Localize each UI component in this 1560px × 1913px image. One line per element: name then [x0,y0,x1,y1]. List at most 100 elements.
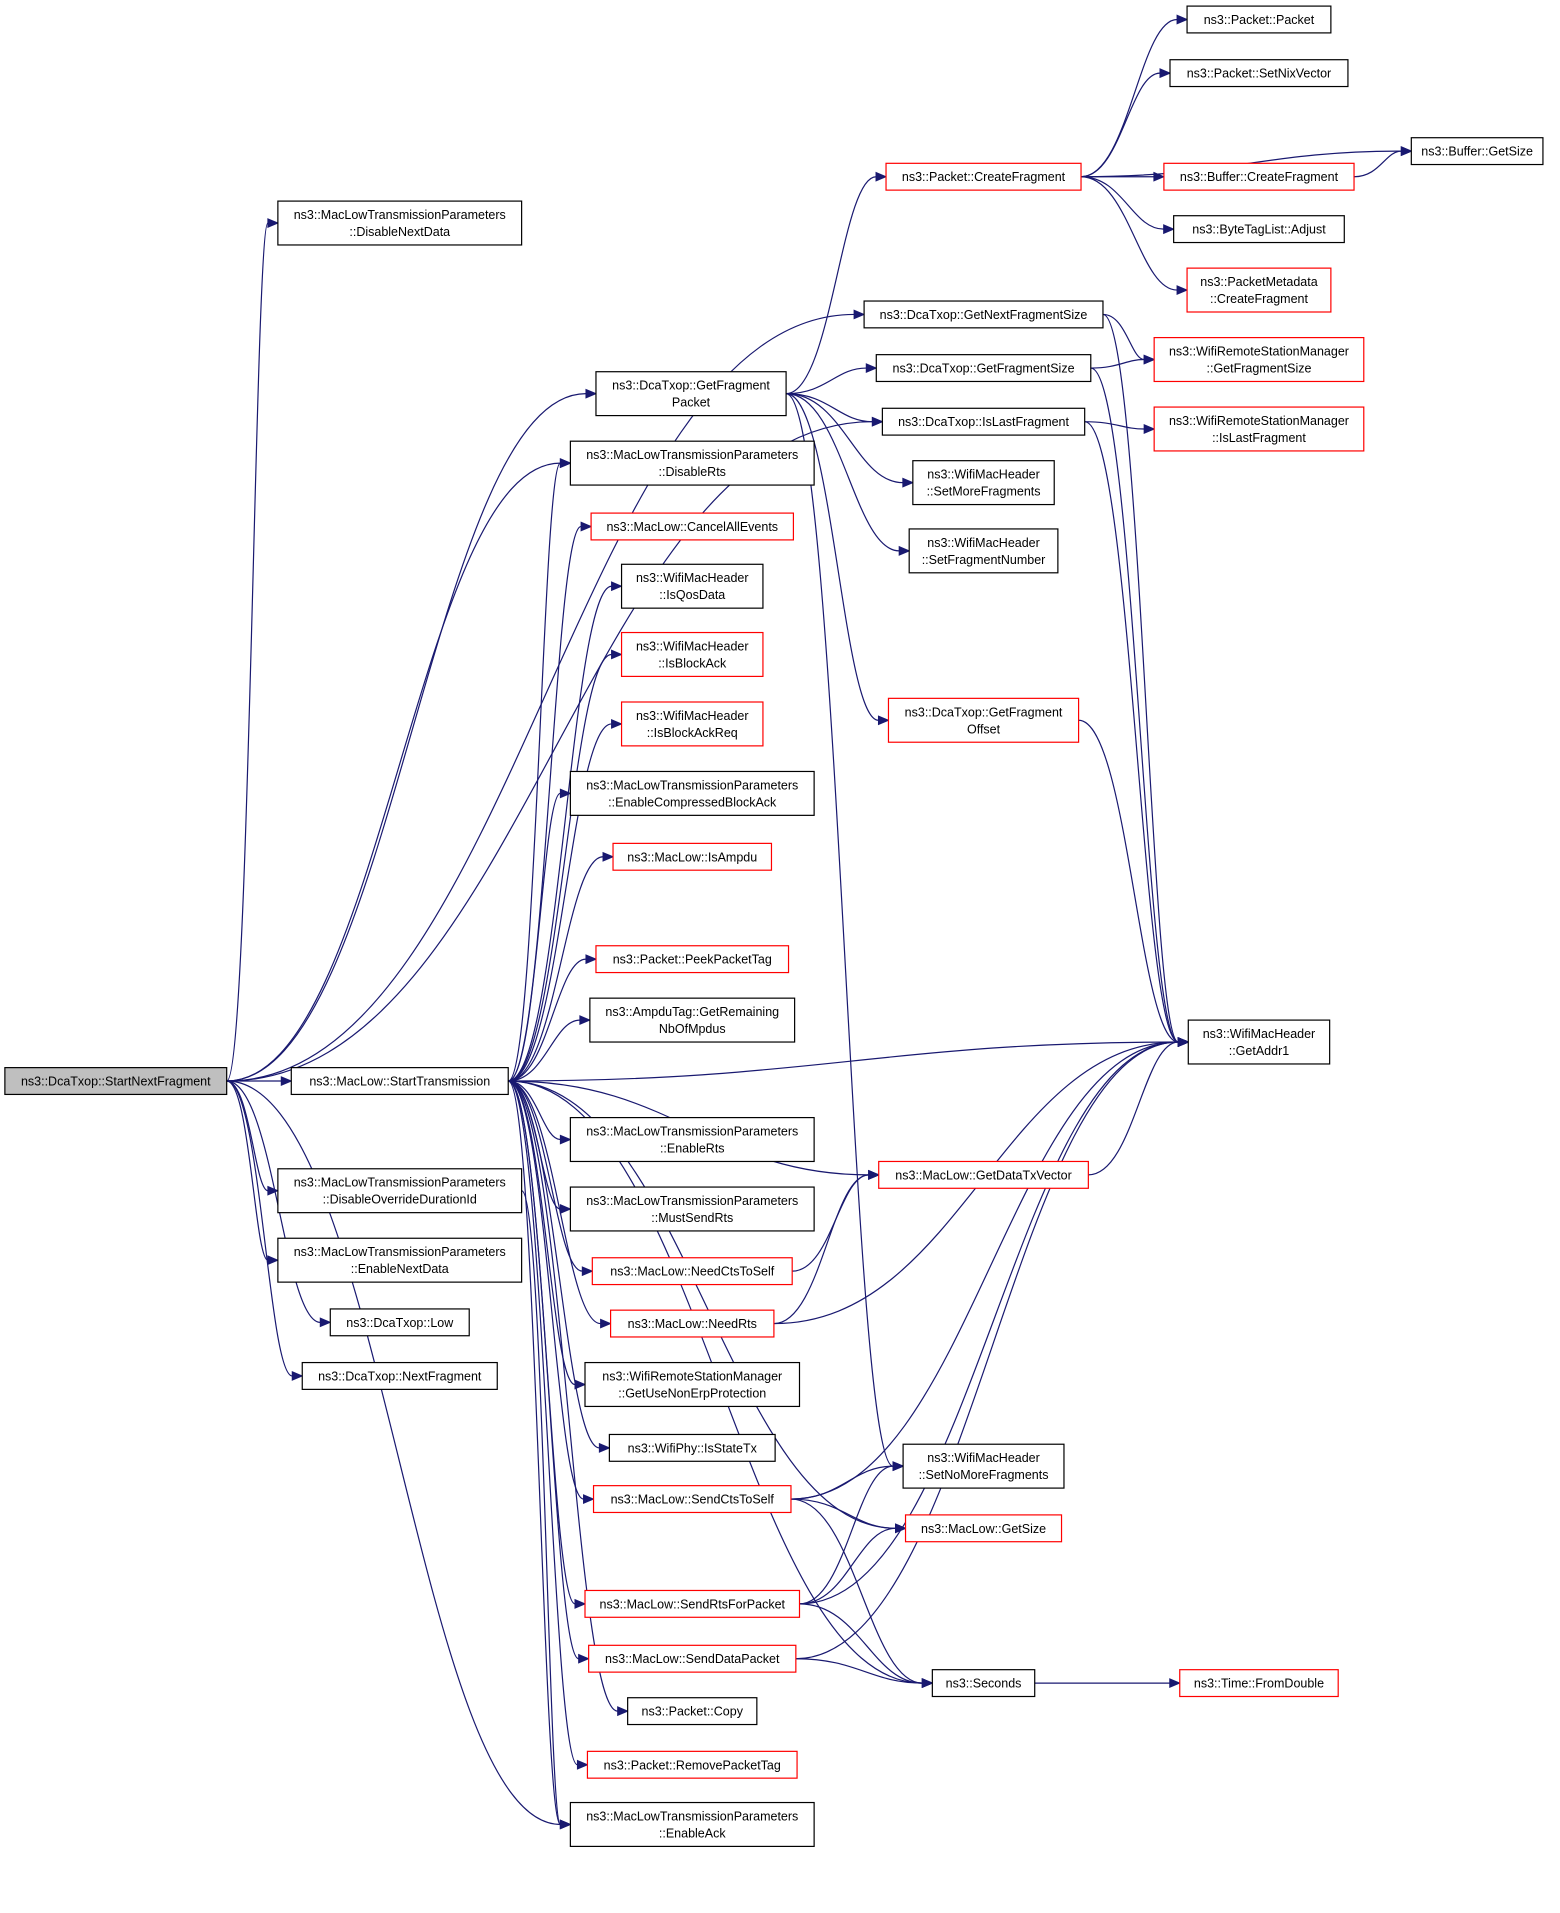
node-box[interactable] [875,354,1092,383]
node-box[interactable] [584,1589,801,1618]
node-box[interactable] [1153,336,1365,383]
node-timeFromDouble[interactable]: ns3::Time::FromDouble [1179,1669,1339,1698]
node-box[interactable] [591,1257,793,1286]
node-box[interactable] [290,1067,509,1096]
node-box[interactable] [1187,1019,1331,1065]
node-box[interactable] [589,997,796,1043]
node-enableAck[interactable]: ns3::MacLowTransmissionParameters::Enabl… [569,1801,815,1848]
node-isQosData[interactable]: ns3::WifiMacHeader::IsQosData [620,563,764,609]
node-box[interactable] [1179,1669,1339,1698]
node-box[interactable] [329,1308,470,1337]
node-box[interactable] [569,440,815,486]
node-box[interactable] [277,1237,523,1283]
node-enableNextData[interactable]: ns3::MacLowTransmissionParameters::Enabl… [277,1237,523,1283]
node-box[interactable] [1169,59,1349,88]
node-box[interactable] [586,1750,798,1779]
node-root[interactable]: ns3::DcaTxop::StartNextFragment [4,1067,228,1096]
node-box[interactable] [1186,267,1332,313]
node-disableOverride[interactable]: ns3::MacLowTransmissionParameters::Disab… [277,1168,523,1214]
node-nextFragment[interactable]: ns3::DcaTxop::NextFragment [301,1361,498,1390]
node-setMoreFragments[interactable]: ns3::WifiMacHeader::SetMoreFragments [912,460,1055,506]
node-box[interactable] [887,697,1080,743]
node-box[interactable] [620,701,764,747]
node-setNixVector[interactable]: ns3::Packet::SetNixVector [1169,59,1349,88]
node-getUseNonErpProtection[interactable]: ns3::WifiRemoteStationManager::GetUseNon… [584,1361,801,1408]
node-setNoMoreFragments[interactable]: ns3::WifiMacHeader::SetNoMoreFragments [902,1443,1065,1489]
node-getAddr1[interactable]: ns3::WifiMacHeader::GetAddr1 [1187,1019,1331,1065]
node-wrsmIsLastFragment[interactable]: ns3::WifiRemoteStationManager::IsLastFra… [1153,406,1365,452]
node-mustSendRts[interactable]: ns3::MacLowTransmissionParameters::MustS… [569,1186,815,1232]
node-bufferCreateFragment[interactable]: ns3::Buffer::CreateFragment [1163,162,1355,191]
node-isStateTx[interactable]: ns3::WifiPhy::IsStateTx [608,1433,776,1462]
node-getFragmentSize[interactable]: ns3::DcaTxop::GetFragmentSize [875,354,1092,383]
node-box[interactable] [584,1361,801,1408]
node-packetCreateFragment[interactable]: ns3::Packet::CreateFragment [885,162,1082,191]
node-getNextFragmentSize[interactable]: ns3::DcaTxop::GetNextFragmentSize [863,300,1104,329]
node-box[interactable] [595,371,787,417]
node-needRts[interactable]: ns3::MacLow::NeedRts [609,1309,775,1338]
node-isBlockAckReq[interactable]: ns3::WifiMacHeader::IsBlockAckReq [620,701,764,747]
node-box[interactable] [277,200,523,246]
node-box[interactable] [912,460,1055,506]
node-box[interactable] [620,563,764,609]
node-getDataTxVector[interactable]: ns3::MacLow::GetDataTxVector [878,1160,1089,1189]
node-isLastFragment[interactable]: ns3::DcaTxop::IsLastFragment [881,407,1086,436]
node-disableRts[interactable]: ns3::MacLowTransmissionParameters::Disab… [569,440,815,486]
node-box[interactable] [590,512,795,541]
node-box[interactable] [1163,162,1355,191]
node-box[interactable] [627,1697,758,1726]
node-isAmpdu[interactable]: ns3::MacLow::IsAmpdu [612,842,773,871]
node-box[interactable] [4,1067,228,1096]
node-byteTagListAdjust[interactable]: ns3::ByteTagList::Adjust [1173,215,1345,244]
node-box[interactable] [277,1168,523,1214]
node-bufferGetSize[interactable]: ns3::Buffer::GetSize [1410,137,1544,166]
node-box[interactable] [885,162,1082,191]
node-box[interactable] [931,1669,1036,1698]
node-isBlockAck[interactable]: ns3::WifiMacHeader::IsBlockAck [620,631,764,678]
node-box[interactable] [908,528,1059,574]
node-box[interactable] [863,300,1104,329]
node-macLowGetSize[interactable]: ns3::MacLow::GetSize [904,1514,1063,1543]
node-box[interactable] [881,407,1086,436]
node-disableNextData[interactable]: ns3::MacLowTransmissionParameters::Disab… [277,200,523,246]
node-needCtsToSelf[interactable]: ns3::MacLow::NeedCtsToSelf [591,1257,793,1286]
node-box[interactable] [301,1361,498,1390]
node-peekPacketTag[interactable]: ns3::Packet::PeekPacketTag [595,945,790,974]
node-box[interactable] [609,1309,775,1338]
node-box[interactable] [904,1514,1063,1543]
node-setFragmentNumber[interactable]: ns3::WifiMacHeader::SetFragmentNumber [908,528,1059,574]
node-enableCompressedBlockAck[interactable]: ns3::MacLowTransmissionParameters::Enabl… [569,770,815,816]
node-box[interactable] [902,1443,1065,1489]
node-sendCtsToSelf[interactable]: ns3::MacLow::SendCtsToSelf [592,1485,792,1514]
node-box[interactable] [588,1644,797,1673]
node-low[interactable]: ns3::DcaTxop::Low [329,1308,470,1337]
node-box[interactable] [569,1116,815,1163]
node-startTransmission[interactable]: ns3::MacLow::StartTransmission [290,1067,509,1096]
node-box[interactable] [878,1160,1089,1189]
node-packetPacket[interactable]: ns3::Packet::Packet [1186,5,1332,34]
node-seconds[interactable]: ns3::Seconds [931,1669,1036,1698]
node-box[interactable] [1173,215,1345,244]
node-wrsmGetFragmentSize[interactable]: ns3::WifiRemoteStationManager::GetFragme… [1153,336,1365,383]
node-box[interactable] [612,842,773,871]
node-box[interactable] [620,631,764,678]
node-sendDataPacket[interactable]: ns3::MacLow::SendDataPacket [588,1644,797,1673]
node-box[interactable] [608,1433,776,1462]
node-enableRts[interactable]: ns3::MacLowTransmissionParameters::Enabl… [569,1116,815,1163]
node-box[interactable] [592,1485,792,1514]
node-packetCopy[interactable]: ns3::Packet::Copy [627,1697,758,1726]
node-box[interactable] [569,1801,815,1848]
node-box[interactable] [1410,137,1544,166]
node-box[interactable] [1186,5,1332,34]
node-sendRtsForPacket[interactable]: ns3::MacLow::SendRtsForPacket [584,1589,801,1618]
node-packetMetadataCreateFragment[interactable]: ns3::PacketMetadata::CreateFragment [1186,267,1332,313]
node-box[interactable] [595,945,790,974]
node-box[interactable] [1153,406,1365,452]
node-box[interactable] [569,1186,815,1232]
node-box[interactable] [569,770,815,816]
node-removePacketTag[interactable]: ns3::Packet::RemovePacketTag [586,1750,798,1779]
node-cancelAllEvents[interactable]: ns3::MacLow::CancelAllEvents [590,512,795,541]
